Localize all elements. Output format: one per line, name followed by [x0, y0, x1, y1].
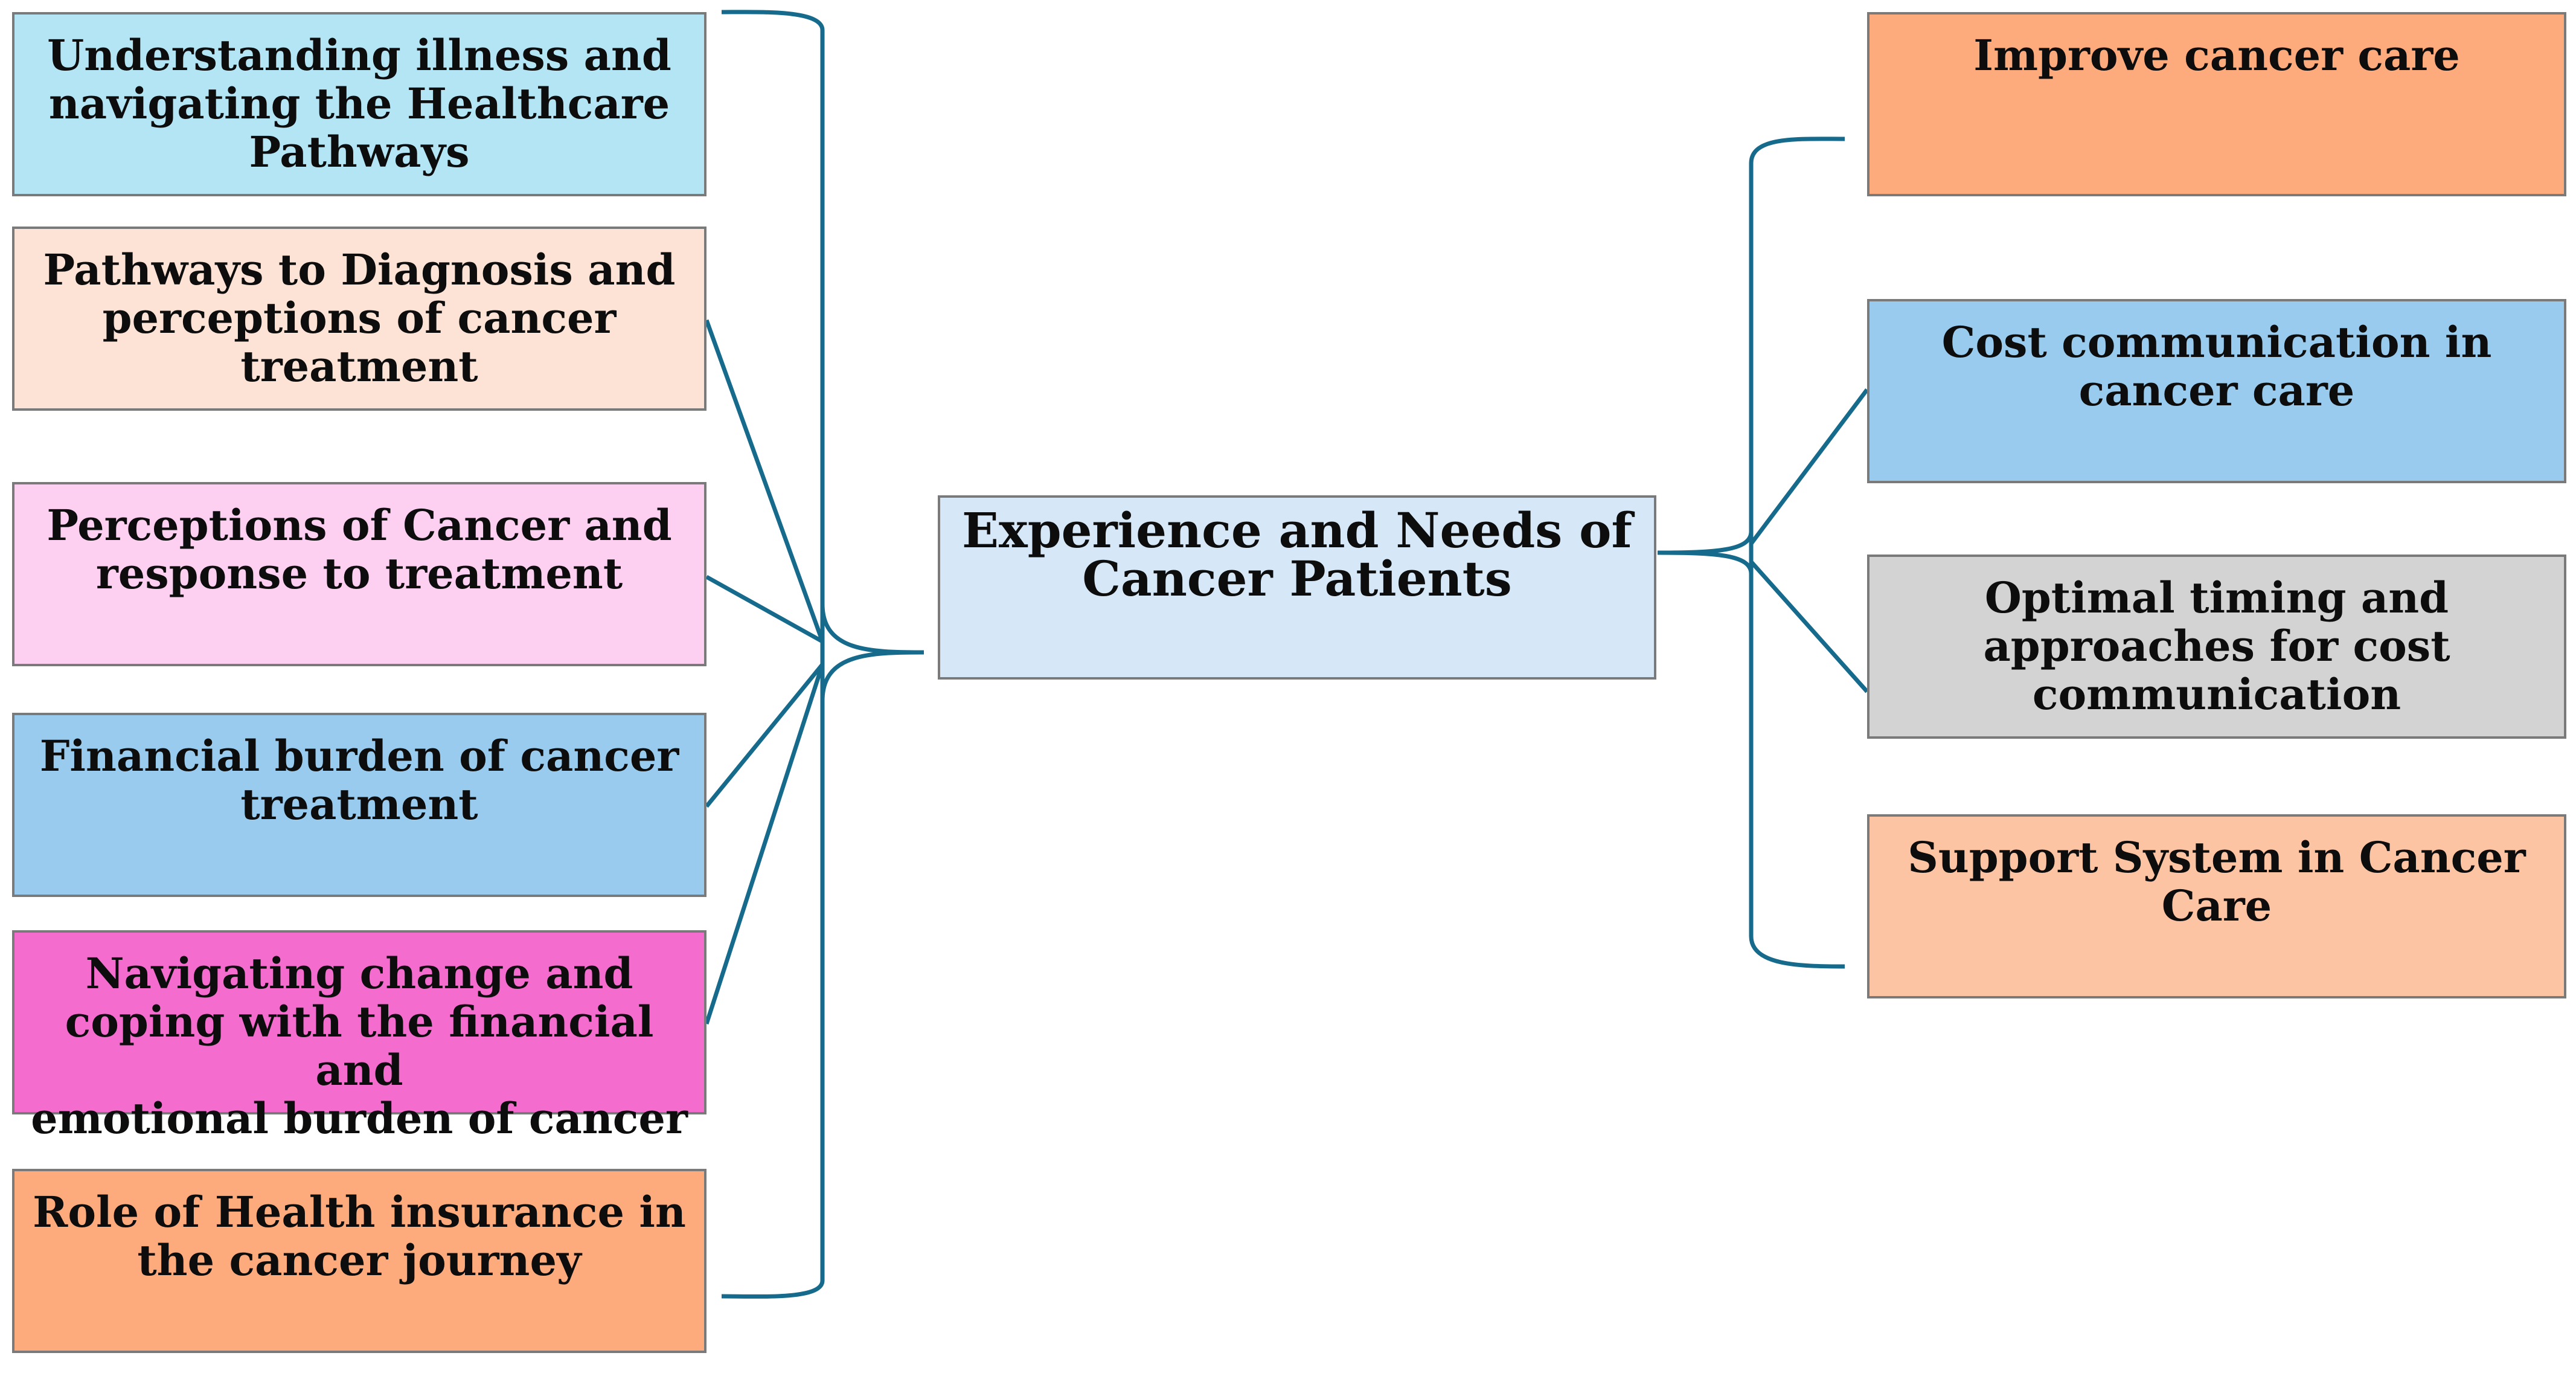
left-box-6-label: Role of Health insurance in the cancer j… [33, 1187, 686, 1285]
left-box-1: Understanding illness and navigating the… [12, 12, 706, 196]
spoke-right-2 [1749, 388, 1869, 545]
left-box-6: Role of Health insurance in the cancer j… [12, 1169, 706, 1353]
center-box-label: Experience and Needs of Cancer Patients [962, 502, 1632, 607]
left-box-2: Pathways to Diagnosis and perceptions of… [12, 227, 706, 411]
right-bracket [1749, 137, 1845, 969]
right-box-3-label: Optimal timing and approaches for cost c… [1983, 573, 2450, 719]
left-box-1-label: Understanding illness and navigating the… [47, 30, 671, 177]
right-brace-center-lower [1657, 550, 1754, 574]
left-box-3: Perceptions of Cancer and response to tr… [12, 482, 706, 666]
right-brace-center [1657, 531, 1754, 555]
left-box-3-label: Perceptions of Cancer and response to tr… [46, 500, 672, 599]
spoke-right-3 [1749, 560, 1869, 693]
right-box-1: Improve cancer care [1867, 12, 2566, 196]
left-bracket [721, 10, 825, 1299]
left-box-4: Financial burden of cancer treatment [12, 713, 706, 897]
left-box-4-label: Financial burden of cancer treatment [39, 731, 679, 829]
right-box-2-label: Cost communication in cancer care [1941, 317, 2492, 416]
right-box-1-label: Improve cancer care [1973, 30, 2460, 80]
left-box-2-label: Pathways to Diagnosis and perceptions of… [43, 245, 676, 391]
left-box-5-label: Navigating change and coping with the fi… [31, 948, 688, 1143]
right-box-3: Optimal timing and approaches for cost c… [1867, 555, 2566, 739]
spoke-left-4 [705, 663, 824, 808]
center-box: Experience and Needs of Cancer Patients [938, 495, 1656, 680]
spoke-left-2 [704, 319, 825, 643]
right-box-4: Support System in Cancer Care [1867, 814, 2566, 998]
left-brace-center [820, 603, 924, 655]
right-box-2: Cost communication in cancer care [1867, 299, 2566, 483]
spoke-left-3 [705, 574, 824, 644]
left-brace-center-lower [820, 650, 924, 701]
spoke-left-5 [704, 663, 825, 1025]
left-box-5: Navigating change and coping with the fi… [12, 930, 706, 1143]
right-box-4-label: Support System in Cancer Care [1908, 832, 2526, 931]
